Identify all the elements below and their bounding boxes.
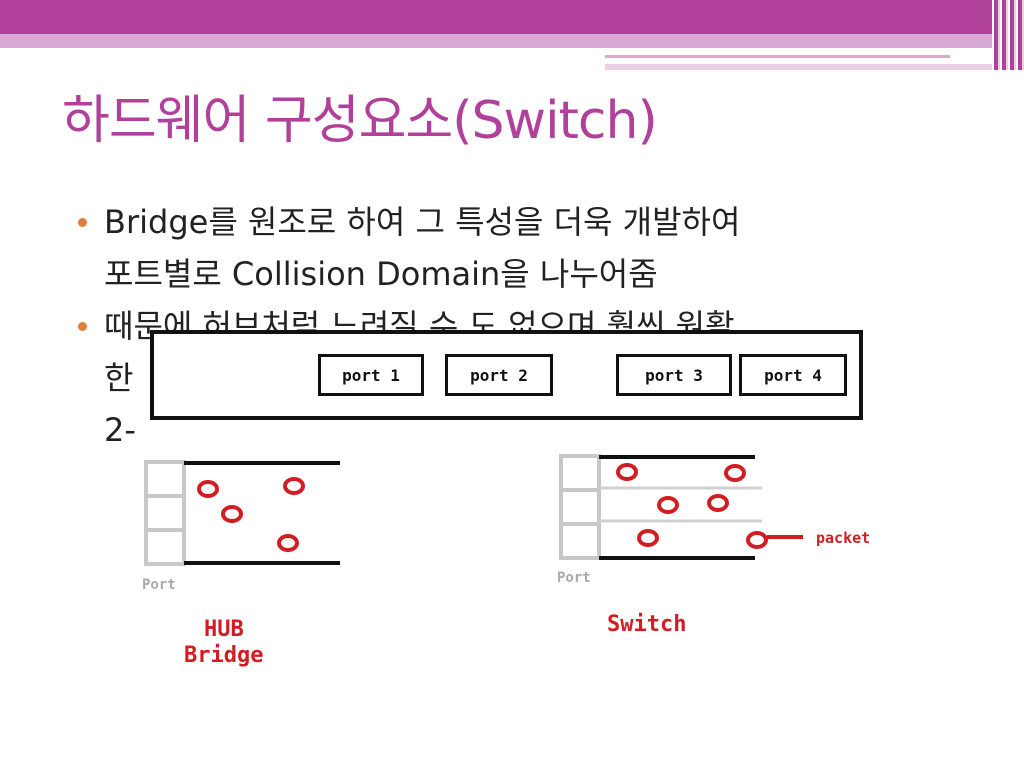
top-band [0, 34, 1024, 48]
switch-packet [616, 463, 638, 481]
port-1-box: port 1 [318, 354, 424, 396]
hub-port-label: Port [142, 577, 176, 593]
top-line-short [605, 55, 950, 58]
packet-label: packet [816, 529, 870, 547]
switch-packet [657, 496, 679, 514]
bullet-line: 2- [104, 411, 136, 449]
switch-caption: Switch [607, 612, 686, 637]
bridge-caption: Bridge [184, 643, 263, 668]
switch-packet [724, 464, 746, 482]
switch-packet [637, 529, 659, 547]
bullet-line: 포트별로 Collision Domain을 나누어줌 [104, 255, 658, 293]
hub-packet [283, 477, 305, 495]
bullet-item: Bridge를 원조로 하여 그 특성을 더욱 개발하여 포트별로 Collis… [78, 196, 948, 300]
hub-packet [197, 480, 219, 498]
switch-packet [746, 531, 768, 549]
bullet-line: Bridge를 원조로 하여 그 특성을 더욱 개발하여 [104, 203, 741, 241]
switch-box: port 1 port 2 port 3 port 4 [150, 330, 863, 420]
switch-port-stack [559, 454, 601, 560]
switch-diagram: packet Port Switch [557, 454, 870, 637]
corner-stripes [992, 0, 1024, 70]
bullet-list: Bridge를 원조로 하여 그 특성을 더욱 개발하여 포트별로 Collis… [78, 196, 948, 456]
switch-port-label: Port [557, 570, 591, 586]
hub-diagram: Port HUB Bridge [142, 460, 340, 668]
port-4-box: port 4 [739, 354, 847, 396]
hub-caption: HUB [204, 617, 244, 642]
bullet-line: 한 [104, 359, 134, 397]
top-line-long [605, 64, 1024, 70]
slide-title: 하드웨어 구성요소(Switch) [62, 91, 658, 151]
port-2-box: port 2 [445, 354, 553, 396]
hub-port-stack [144, 460, 186, 566]
port-3-box: port 3 [616, 354, 732, 396]
hub-packet [221, 505, 243, 523]
hub-packet [277, 534, 299, 552]
top-bar [0, 0, 1024, 34]
switch-packet [707, 494, 729, 512]
